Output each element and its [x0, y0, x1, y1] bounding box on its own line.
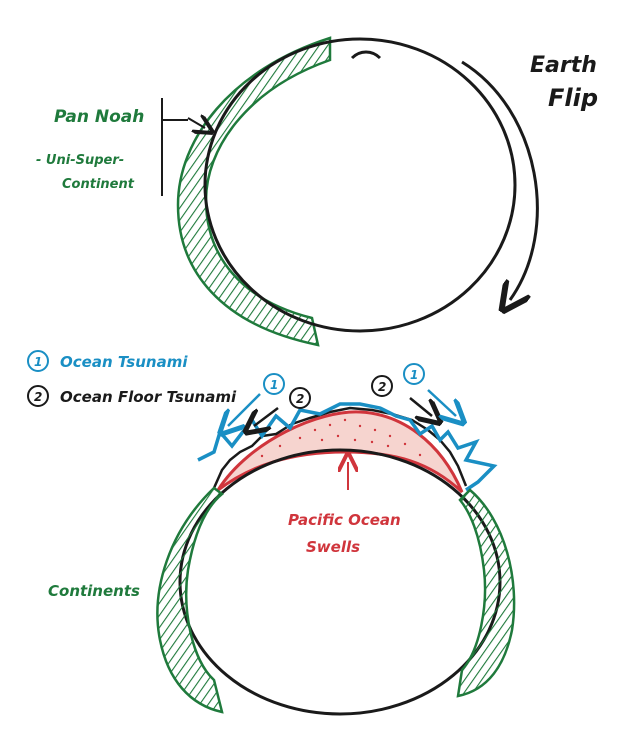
flip-label: Flip	[548, 84, 598, 112]
marker-1-left-number: 1	[270, 378, 278, 392]
pan-noah-pointer-arrow	[188, 118, 205, 128]
marker-2-right-number: 2	[378, 380, 386, 394]
bottom-globe-group	[157, 404, 514, 714]
continents-label: Continents	[48, 582, 140, 600]
legend-1-text: Ocean Tsunami	[60, 353, 188, 371]
earth-flip-rotation-arrow	[462, 62, 537, 300]
earth-label: Earth	[530, 53, 597, 78]
pacific-ocean-label: Pacific Ocean	[288, 511, 401, 529]
top-globe-group	[162, 38, 537, 345]
bottom-globe-circle	[180, 450, 500, 714]
continent-label: Continent	[62, 177, 135, 192]
marker-1-right-number: 1	[410, 368, 418, 382]
legend-2-text: Ocean Floor Tsunami	[60, 388, 237, 406]
right-blue-arrow	[428, 390, 456, 416]
legend-1-number: 1	[34, 355, 42, 369]
pan-noah-continent-shape	[178, 38, 330, 345]
right-continent-shape	[458, 490, 514, 696]
pan-noah-label: Pan Noah	[54, 107, 144, 127]
left-continent-shape	[157, 488, 222, 712]
uni-super-label: - Uni-Super-	[36, 153, 124, 168]
swells-label: Swells	[306, 538, 360, 556]
marker-2-left-number: 2	[296, 392, 304, 406]
earth-flip-top-hook	[352, 52, 380, 58]
legend: 1 Ocean Tsunami 2 Ocean Floor Tsunami	[28, 351, 237, 406]
legend-2-number: 2	[34, 390, 42, 404]
right-black-arrow	[410, 398, 432, 416]
